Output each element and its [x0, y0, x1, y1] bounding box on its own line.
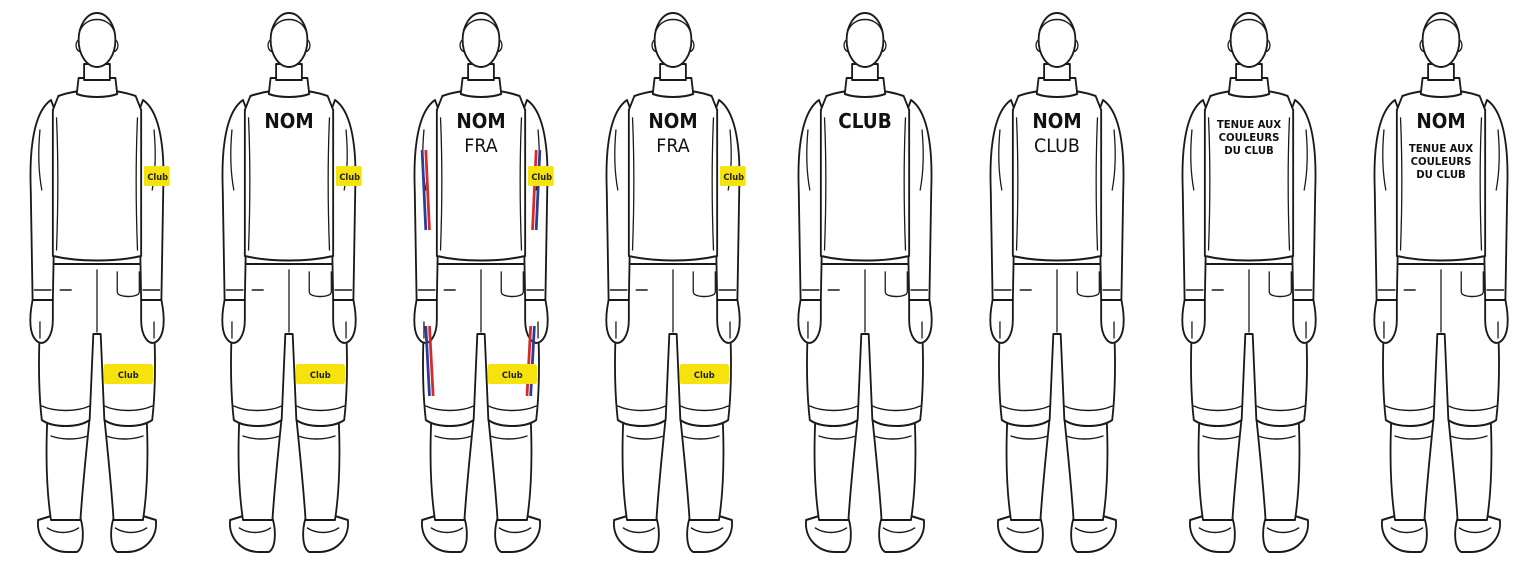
right-sock — [296, 418, 339, 520]
leg-badge: Club — [679, 364, 729, 384]
left-hand — [798, 300, 821, 343]
arm-badge-label: Club — [339, 173, 360, 183]
back-text-line: NOM — [1416, 109, 1465, 133]
leg-badge-label: Club — [118, 371, 139, 381]
jacket — [1205, 90, 1293, 261]
fencer-figure-7: TENUE AUXCOULEURSDU CLUB — [1182, 13, 1315, 552]
leg-badge: Club — [295, 364, 345, 384]
back-text-line: TENUE AUX — [1409, 143, 1473, 155]
left-shoe — [230, 516, 275, 552]
head — [847, 13, 884, 67]
right-hand — [1101, 300, 1124, 343]
back-text-line: COULEURS — [1411, 156, 1472, 168]
right-shoe — [1071, 516, 1116, 552]
back-text-line: FRA — [656, 135, 690, 157]
leg-badge-label: Club — [502, 371, 523, 381]
leg-badge-label: Club — [310, 371, 331, 381]
right-hand — [141, 300, 164, 343]
right-hand — [1485, 300, 1508, 343]
left-hand — [606, 300, 629, 343]
right-hand — [525, 300, 548, 343]
right-shoe — [495, 516, 540, 552]
arm-badge-label: Club — [531, 173, 552, 183]
arm-badge: Club — [528, 166, 554, 186]
back-text-line: COULEURS — [1219, 132, 1280, 144]
back-text-line: TENUE AUX — [1217, 119, 1281, 131]
right-shoe — [1455, 516, 1500, 552]
right-sock — [488, 418, 531, 520]
head — [655, 13, 692, 67]
arm-badge-label: Club — [147, 173, 168, 183]
leg-badge: Club — [103, 364, 153, 384]
head — [271, 13, 308, 67]
left-hand — [30, 300, 53, 343]
arm-badge: Club — [336, 166, 362, 186]
right-hand — [333, 300, 356, 343]
head — [79, 13, 116, 67]
right-sock — [1448, 418, 1491, 520]
left-sock — [623, 418, 666, 520]
arm-badge: Club — [720, 166, 746, 186]
arm-badge-label: Club — [723, 173, 744, 183]
head — [463, 13, 500, 67]
left-sock — [815, 418, 858, 520]
fencer-figure-3: ClubClubNOMFRA — [414, 13, 553, 552]
fencer-figure-6: NOMCLUB — [990, 13, 1123, 552]
left-hand — [222, 300, 245, 343]
left-shoe — [806, 516, 851, 552]
left-sock — [431, 418, 474, 520]
left-shoe — [998, 516, 1043, 552]
right-shoe — [1263, 516, 1308, 552]
left-sock — [1391, 418, 1434, 520]
left-hand — [1374, 300, 1397, 343]
left-shoe — [422, 516, 467, 552]
right-sock — [872, 418, 915, 520]
left-sock — [239, 418, 282, 520]
fencer-figure-5: CLUB — [798, 13, 931, 552]
back-text-line: NOM — [648, 109, 697, 133]
head — [1231, 13, 1268, 67]
right-shoe — [303, 516, 348, 552]
back-text-line: NOM — [1032, 109, 1081, 133]
fencer-figure-1: ClubClub — [30, 13, 169, 552]
right-hand — [1293, 300, 1316, 343]
left-shoe — [614, 516, 659, 552]
back-text-line: FRA — [464, 135, 498, 157]
right-sock — [1256, 418, 1299, 520]
right-hand — [909, 300, 932, 343]
back-text-line: CLUB — [1034, 135, 1080, 157]
arm-badge: Club — [144, 166, 170, 186]
back-text-line: DU CLUB — [1224, 145, 1273, 157]
left-sock — [1199, 418, 1242, 520]
right-sock — [104, 418, 147, 520]
jacket — [53, 90, 141, 261]
leg-badge: Club — [487, 364, 537, 384]
leg-badge-label: Club — [694, 371, 715, 381]
left-shoe — [1190, 516, 1235, 552]
head — [1423, 13, 1460, 67]
left-sock — [1007, 418, 1050, 520]
right-shoe — [879, 516, 924, 552]
left-hand — [990, 300, 1013, 343]
back-text-line: DU CLUB — [1416, 169, 1465, 181]
left-sock — [47, 418, 90, 520]
head — [1039, 13, 1076, 67]
left-hand — [1182, 300, 1205, 343]
right-shoe — [687, 516, 732, 552]
right-sock — [1064, 418, 1107, 520]
back-text-line: NOM — [264, 109, 313, 133]
left-shoe — [1382, 516, 1427, 552]
back-text-line: NOM — [456, 109, 505, 133]
left-shoe — [38, 516, 83, 552]
right-sock — [680, 418, 723, 520]
right-hand — [717, 300, 740, 343]
right-shoe — [111, 516, 156, 552]
fencer-figure-2: ClubClubNOM — [222, 13, 361, 552]
back-text-line: CLUB — [838, 109, 892, 133]
fencer-figure-4: ClubClubNOMFRA — [606, 13, 745, 552]
